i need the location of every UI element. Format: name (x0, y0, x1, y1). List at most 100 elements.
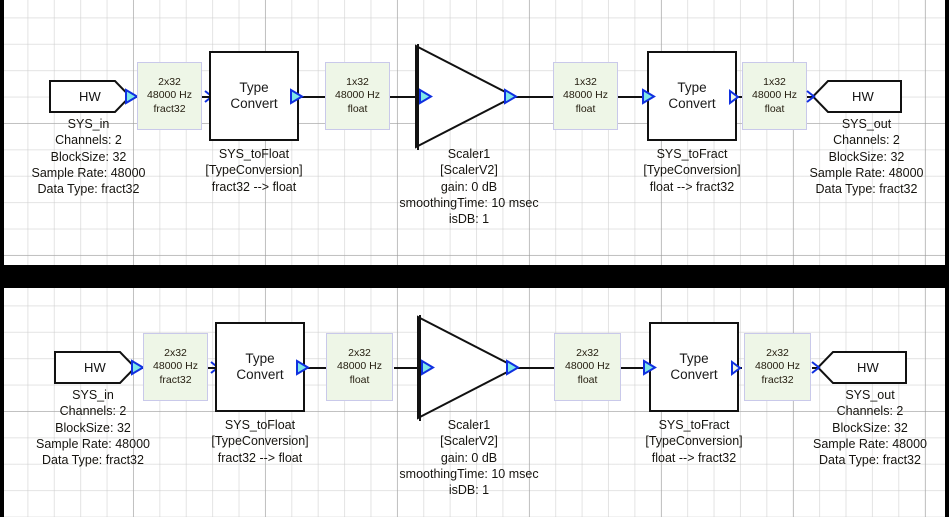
wire-sig1-to-tofloat (206, 367, 218, 369)
caption-sys-in: SYS_in Channels: 2 BlockSize: 32 Sample … (9, 387, 177, 468)
block-sys-in-label: HW (78, 89, 102, 104)
tofract-type: [TypeConversion] (645, 434, 743, 449)
signal-2-dims: 2x32 (348, 346, 371, 359)
caption-scaler1: Scaler1 [ScalerV2] gain: 0 dB smoothingT… (367, 417, 571, 498)
signal-2-type: float (347, 102, 368, 115)
signal-2-rate: 48000 Hz (337, 360, 382, 373)
sys-out-prop-datatype: Data Type: fract32 (819, 453, 921, 467)
signal-2-type: float (349, 373, 370, 386)
signal-1-dims: 2x32 (158, 75, 181, 88)
caption-sys-in: SYS_in Channels: 2 BlockSize: 32 Sample … (6, 116, 171, 197)
signal-4-type: fract32 (761, 373, 794, 386)
sys-in-prop-samplerate: Sample Rate: 48000 (31, 165, 146, 180)
signal-1-rate: 48000 Hz (147, 89, 192, 102)
port-output-triangle-icon (124, 88, 140, 105)
caption-scaler1: Scaler1 [ScalerV2] gain: 0 dB smoothingT… (367, 146, 571, 227)
signal-label-3[interactable]: 1x32 48000 Hz float (553, 62, 618, 130)
caption-sys-out: SYS_out Channels: 2 BlockSize: 32 Sample… (786, 387, 945, 468)
block-sys-tofract[interactable]: Type Convert (647, 51, 737, 141)
port-output-triangle-icon (505, 359, 521, 376)
tofloat-label-line1: Type (245, 351, 275, 367)
scaler-left-edge (417, 44, 419, 150)
block-sys-out[interactable]: HW (811, 80, 902, 113)
block-sys-tofloat[interactable]: Type Convert (209, 51, 299, 141)
port-input-triangle-icon (420, 359, 436, 376)
sys-in-prop-blocksize: BlockSize: 32 (50, 149, 127, 164)
tofract-label-line2: Convert (670, 367, 718, 382)
signal-1-dims: 2x32 (164, 346, 187, 359)
block-sys-out-label: HW (856, 360, 880, 375)
block-scaler1[interactable] (416, 315, 521, 420)
block-scaler1[interactable] (414, 44, 519, 149)
wire-sig3-to-tofract (617, 96, 649, 98)
signal-1-rate: 48000 Hz (153, 360, 198, 373)
sys-in-name: SYS_in (72, 388, 114, 402)
tofract-detail: float --> fract32 (651, 450, 737, 465)
signal-4-dims: 1x32 (763, 75, 786, 88)
tofloat-type: [TypeConversion] (211, 434, 309, 449)
block-sys-tofloat[interactable]: Type Convert (215, 322, 305, 412)
caption-sys-tofloat: SYS_toFloat [TypeConversion] fract32 -->… (186, 146, 322, 195)
scaler-prop-isdb: isDB: 1 (448, 483, 490, 497)
sys-out-name: SYS_out (841, 117, 892, 131)
port-input-chevron-icon (810, 360, 822, 375)
scaler-prop-gain: gain: 0 dB (440, 450, 498, 465)
caption-sys-tofract: SYS_toFract [TypeConversion] float --> f… (624, 146, 760, 195)
tofloat-label-line1: Type (239, 80, 269, 96)
tofract-label-line1: Type (679, 351, 709, 367)
signal-3-type: float (575, 102, 596, 115)
port-output-triangle-icon (730, 360, 743, 376)
tofloat-detail: fract32 --> float (217, 450, 303, 465)
wire-sig3-to-tofract (620, 367, 650, 369)
wire-sig2-to-scaler (394, 367, 418, 369)
port-input-chevron-icon (805, 89, 817, 104)
scaler-prop-smoothingtime: smoothingTime: 10 msec (399, 195, 539, 210)
signal-3-type: float (577, 373, 598, 386)
grid-background (4, 288, 945, 517)
tofract-label-line2: Convert (668, 96, 716, 111)
signal-label-3[interactable]: 2x32 48000 Hz float (554, 333, 621, 401)
sys-in-prop-datatype: Data Type: fract32 (42, 453, 144, 467)
signal-1-type: fract32 (153, 102, 186, 115)
signal-2-rate: 48000 Hz (335, 89, 380, 102)
port-input-triangle-icon (642, 359, 658, 376)
signal-3-dims: 1x32 (574, 75, 597, 88)
signal-label-4[interactable]: 1x32 48000 Hz float (742, 62, 807, 130)
wire-tofloat-to-sig2 (296, 96, 328, 98)
port-input-triangle-icon (641, 88, 657, 105)
scaler-prop-smoothingtime: smoothingTime: 10 msec (399, 466, 539, 481)
sys-out-prop-channels: Channels: 2 (833, 133, 900, 148)
sys-in-prop-samplerate: Sample Rate: 48000 (36, 436, 150, 451)
caption-sys-tofract: SYS_toFract [TypeConversion] float --> f… (626, 417, 762, 466)
sys-in-prop-datatype: Data Type: fract32 (37, 182, 140, 196)
tofract-detail: float --> fract32 (649, 179, 735, 194)
grid-background (4, 0, 945, 265)
signal-label-1[interactable]: 2x32 48000 Hz fract32 (143, 333, 208, 401)
signal-3-rate: 48000 Hz (565, 360, 610, 373)
port-output-triangle-icon (295, 359, 311, 376)
block-sys-in[interactable]: HW (49, 80, 132, 113)
port-output-triangle-icon (503, 88, 519, 105)
tofract-label-line1: Type (677, 80, 707, 96)
signal-label-2[interactable]: 1x32 48000 Hz float (325, 62, 390, 130)
wire-scaler-to-sig3 (512, 96, 554, 98)
tofloat-detail: fract32 --> float (211, 179, 297, 194)
block-sys-out[interactable]: HW (816, 351, 907, 384)
wire-scaler-to-sig3 (514, 367, 554, 369)
wire-sig4-to-out (806, 96, 816, 98)
block-sys-tofract[interactable]: Type Convert (649, 322, 739, 412)
caption-sys-tofloat: SYS_toFloat [TypeConversion] fract32 -->… (192, 417, 328, 466)
sys-out-prop-channels: Channels: 2 (836, 404, 904, 419)
wire-tofloat-to-sig2 (302, 367, 328, 369)
signal-label-1[interactable]: 2x32 48000 Hz fract32 (137, 62, 202, 130)
sys-in-prop-blocksize: BlockSize: 32 (55, 420, 131, 435)
signal-4-type: float (764, 102, 785, 115)
signal-label-4[interactable]: 2x32 48000 Hz fract32 (744, 333, 811, 401)
sys-out-name: SYS_out (845, 388, 895, 402)
sys-in-name: SYS_in (67, 117, 110, 131)
signal-label-2[interactable]: 2x32 48000 Hz float (326, 333, 393, 401)
block-sys-in[interactable]: HW (54, 351, 137, 384)
sys-out-prop-datatype: Data Type: fract32 (815, 182, 918, 196)
tofloat-label-line2: Convert (230, 96, 278, 111)
